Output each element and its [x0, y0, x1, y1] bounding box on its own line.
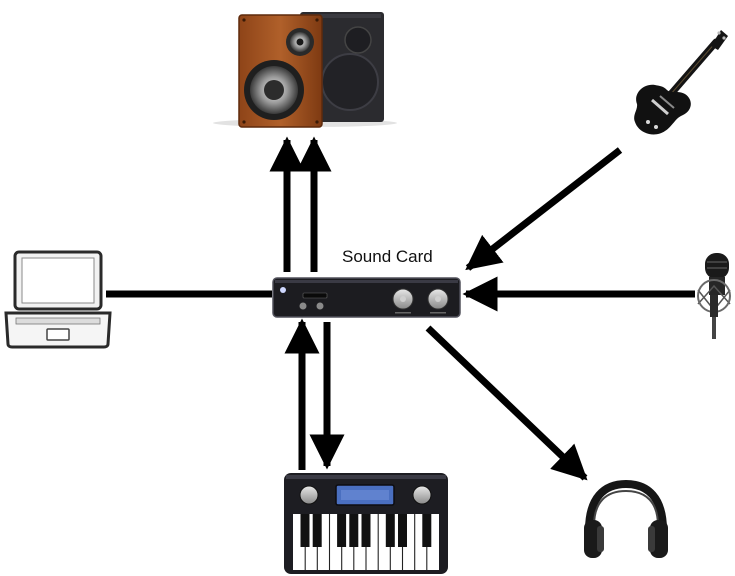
laptop-icon — [4, 250, 112, 349]
guitar-icon — [634, 30, 728, 135]
microphone-icon — [697, 253, 731, 339]
headphones-icon — [584, 479, 668, 558]
connection-lines — [106, 136, 695, 481]
wire-soundcard-to-headphones — [425, 325, 588, 481]
wire-guitar-to-soundcard — [465, 147, 623, 271]
midi-keyboard-icon — [284, 473, 448, 574]
speaker-icon — [213, 12, 397, 128]
sound-card-icon — [272, 277, 461, 318]
sound-card-label: Sound Card — [342, 247, 433, 266]
